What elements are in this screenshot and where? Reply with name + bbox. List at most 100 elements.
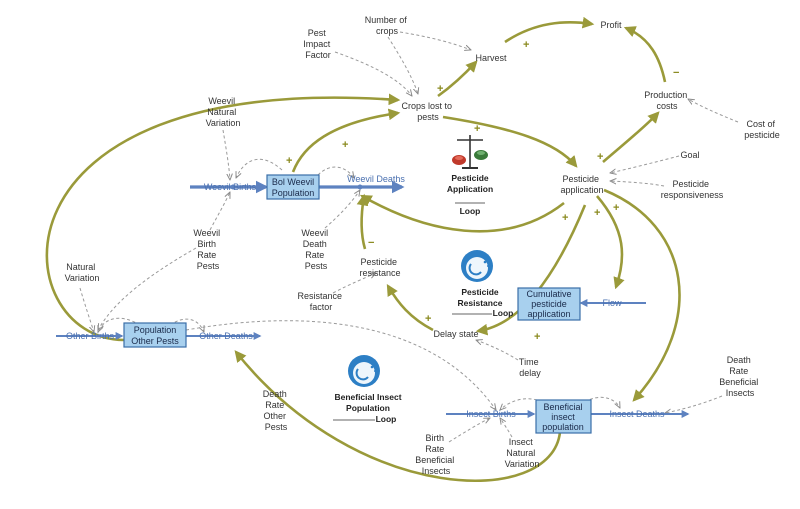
flow-weevil-deaths[interactable]: Weevil Deaths <box>347 174 405 184</box>
info-weevildeathrate-deaths <box>324 190 360 229</box>
var-crops-lost[interactable]: Crops lost to pests <box>401 101 454 122</box>
info-birthrate-insectbirths <box>448 418 490 443</box>
info-beneficial-insectdeaths <box>584 396 620 408</box>
info-beneficial-insectbirths <box>500 398 543 410</box>
loop-res-suffix: Loop <box>493 308 514 318</box>
info-weevilrate-births <box>209 192 230 231</box>
link-resistance-weevildeaths <box>356 193 369 250</box>
flow-other-deaths[interactable]: Other Deaths <box>199 331 253 341</box>
link-crops-harvest <box>437 60 478 98</box>
loop-app-suffix: Loop <box>460 206 481 216</box>
link-crops-application <box>442 115 578 168</box>
reinforcing-loop-icon <box>348 355 380 387</box>
info-goal-application <box>610 155 680 173</box>
link-other-crops <box>45 93 401 342</box>
var-death-rate-beneficial[interactable]: Death Rate Beneficial Insects <box>719 355 761 398</box>
info-natvar-otherbirths <box>79 287 94 332</box>
info-weevilvar-births <box>222 129 230 180</box>
var-time-delay[interactable]: Time delay <box>519 357 541 378</box>
link-application-cumulative <box>596 195 625 290</box>
info-numcrops-harvest <box>399 31 471 50</box>
sign: + <box>474 123 480 135</box>
polarity-signs: + − + + + + + + + + − + + <box>286 39 679 343</box>
flow-insect-deaths[interactable]: Insect Deaths <box>609 409 665 419</box>
info-deathrate-insectdeaths <box>665 395 723 413</box>
var-profit[interactable]: Profit <box>600 20 622 30</box>
link-costs-profit <box>623 26 667 83</box>
var-delay-state[interactable]: Delay state <box>433 329 478 339</box>
stock-weevil[interactable]: Bol Weevil Population <box>266 174 320 200</box>
var-cost-of-pesticide[interactable]: Cost of pesticide <box>744 119 780 140</box>
info-other-insectbirths <box>185 320 496 410</box>
link-application-weevildeaths <box>359 194 565 233</box>
reinforcing-loop-icon <box>461 250 493 282</box>
info-links <box>79 31 739 443</box>
info-weevilrate-otherbirths <box>98 247 197 330</box>
loop-ben-label-2: Population <box>346 403 390 413</box>
var-pesticide-resistance[interactable]: Pesticide resistance <box>359 257 400 278</box>
info-time-delay <box>476 340 519 361</box>
var-natural-variation[interactable]: Natural Variation <box>65 262 100 283</box>
link-weevil-crops <box>291 108 401 173</box>
loop-res-label-1: Pesticide <box>461 287 499 297</box>
flow-other-births[interactable]: Other Births <box>66 331 115 341</box>
var-pesticide-application[interactable]: Pesticide application <box>560 174 603 195</box>
sign: − <box>368 237 374 249</box>
stock-ben-label-3: population <box>542 422 584 432</box>
info-other-otherbirths <box>98 317 141 332</box>
stock-cum-label-1: Cumulative <box>526 289 571 299</box>
sign: + <box>437 83 443 95</box>
flow-flow[interactable]: Flow <box>602 298 622 308</box>
stock-cumulative[interactable]: Cumulative pesticide application <box>517 287 581 321</box>
stock-other-label-1: Population <box>134 325 177 335</box>
link-delay-resistance <box>386 283 434 332</box>
stock-other-pests[interactable]: Population Other Pests <box>123 322 187 348</box>
var-weevil-natural-variation[interactable]: Weevil Natural Variation <box>206 96 241 128</box>
var-death-rate-other[interactable]: Death Rate Other Pests <box>263 389 290 432</box>
info-weevil-births <box>236 158 283 178</box>
link-application-costs <box>602 111 660 163</box>
flow-insect-births[interactable]: Insect Births <box>466 409 516 419</box>
var-insect-natural-variation[interactable]: Insect Natural Variation <box>505 437 540 469</box>
info-pestimpact-crops <box>334 51 412 96</box>
flow-weevil-births[interactable]: Weevil Births <box>204 182 257 192</box>
var-production-costs[interactable]: Production costs <box>644 90 690 111</box>
loop-pesticide-resistance: Pesticide Resistance Loop <box>452 250 513 318</box>
variable-labels: Profit Number of crops Pest Impact Facto… <box>65 15 780 476</box>
var-pesticide-responsiveness[interactable]: Pesticide responsiveness <box>661 179 724 200</box>
link-harvest-profit <box>504 16 595 44</box>
loop-beneficial-insect: Beneficial Insect Population Loop <box>333 355 402 424</box>
info-responsiveness-application <box>610 181 665 187</box>
sign: + <box>523 39 529 51</box>
sign: + <box>594 207 600 219</box>
loop-app-label-1: Pesticide <box>451 173 489 183</box>
info-resfactor-resistance <box>332 273 376 294</box>
var-weevil-birth-rate[interactable]: Weevil Birth Rate Pests <box>193 228 222 271</box>
var-pest-impact-factor[interactable]: Pest Impact Factor <box>303 28 333 60</box>
balance-scale-icon <box>452 135 488 169</box>
var-number-of-crops[interactable]: Number of crops <box>365 15 410 36</box>
info-numcrops-crops <box>387 36 418 94</box>
sign: + <box>613 202 619 214</box>
stock-cum-label-2: pesticide <box>531 299 567 309</box>
sign: + <box>597 151 603 163</box>
var-goal[interactable]: Goal <box>680 150 699 160</box>
info-natvar-insectbirths <box>500 418 513 438</box>
sign: + <box>286 155 292 167</box>
flows <box>56 180 690 418</box>
link-application-insectdeaths <box>603 188 681 402</box>
loop-pesticide-application: Pesticide Application Loop <box>447 135 493 216</box>
var-weevil-death-rate[interactable]: Weevil Death Rate Pests <box>301 228 330 271</box>
var-resistance-factor[interactable]: Resistance factor <box>297 291 344 312</box>
flow-labels: Weevil Births Weevil Deaths Other Births… <box>66 174 665 419</box>
stock-ben-label-2: insect <box>551 412 575 422</box>
loop-res-label-2: Resistance <box>458 298 503 308</box>
link-beneficial-otherdeaths <box>234 350 562 483</box>
var-harvest[interactable]: Harvest <box>475 53 507 63</box>
stock-other-label-2: Other Pests <box>131 336 179 346</box>
sign: + <box>425 313 431 325</box>
stock-beneficial[interactable]: Beneficial insect population <box>535 399 592 434</box>
var-birth-rate-beneficial[interactable]: Birth Rate Beneficial Insects <box>415 433 457 476</box>
causal-links <box>45 16 681 483</box>
